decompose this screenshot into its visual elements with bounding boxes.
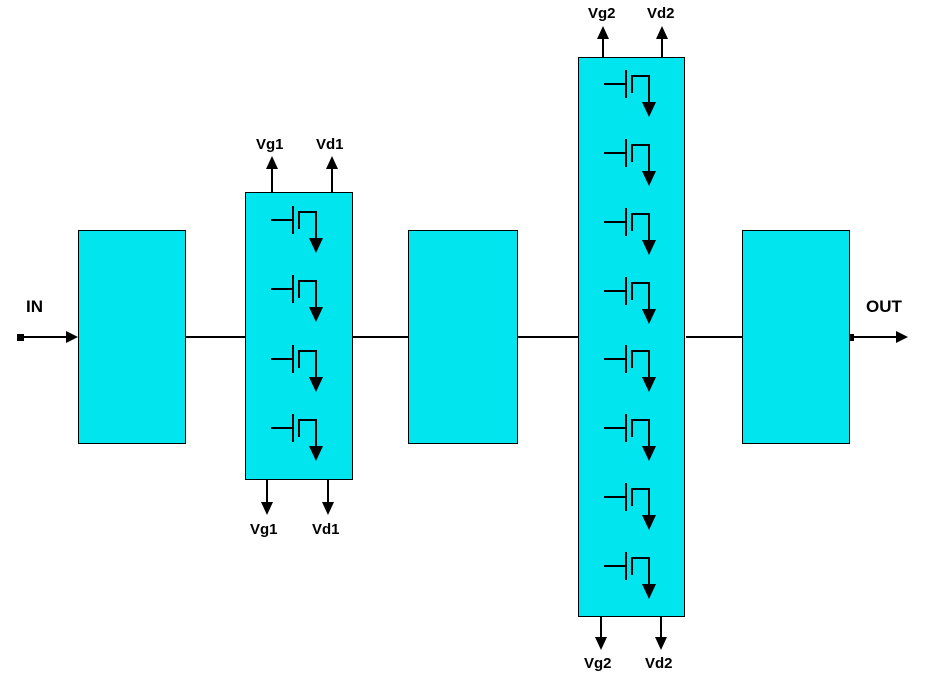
fet-transistor-icon bbox=[603, 414, 656, 462]
fet-transistor-icon bbox=[603, 345, 656, 393]
input-arrowhead bbox=[66, 331, 78, 343]
fet-transistor-icon bbox=[271, 414, 323, 462]
stage1-top-gate-arrow bbox=[266, 156, 278, 192]
input-wire bbox=[17, 331, 78, 343]
stage2-bottom-gate-label: Vg2 bbox=[584, 655, 612, 672]
stage1-bottom-gate-label: Vg1 bbox=[250, 521, 278, 538]
stage1-top-drain-label: Vd1 bbox=[316, 136, 344, 153]
fet-transistor-icon bbox=[603, 207, 656, 255]
input-terminal-dot bbox=[17, 334, 24, 341]
fet-transistor-icon bbox=[603, 551, 656, 599]
stage1-fet-array bbox=[246, 193, 352, 479]
stage1-bottom-gate-arrow bbox=[261, 480, 273, 515]
fet-transistor-icon bbox=[603, 482, 656, 530]
stage1-bottom-drain-label: Vd1 bbox=[312, 521, 340, 538]
stage2-top-gate-label: Vg2 bbox=[588, 5, 616, 22]
fet-transistor-icon bbox=[271, 275, 323, 323]
stage2-fet-array bbox=[579, 58, 684, 616]
output-arrowhead bbox=[896, 331, 908, 343]
fet-transistor-icon bbox=[271, 344, 323, 392]
in-label: IN bbox=[26, 297, 43, 316]
stage1-bottom-drain-arrow bbox=[322, 480, 334, 515]
output-wire bbox=[847, 331, 908, 343]
stage1-top-drain-arrow bbox=[326, 156, 338, 192]
stage1-transistor-block bbox=[245, 192, 353, 480]
output-matching-block bbox=[742, 230, 850, 444]
stage2-top-drain-label: Vd2 bbox=[647, 5, 675, 22]
stage1-top-gate-label: Vg1 bbox=[256, 136, 284, 153]
interstage-matching-block bbox=[408, 230, 518, 444]
fet-transistor-icon bbox=[603, 276, 656, 324]
fet-transistor-icon bbox=[603, 70, 656, 118]
input-matching-block bbox=[78, 230, 186, 444]
stage2-top-gate-arrow bbox=[597, 26, 609, 57]
out-label: OUT bbox=[866, 297, 902, 316]
stage2-bottom-gate-arrow bbox=[595, 617, 607, 650]
fet-transistor-icon bbox=[271, 205, 323, 253]
stage2-bottom-drain-arrow bbox=[655, 617, 667, 650]
stage2-transistor-block bbox=[578, 57, 685, 617]
stage2-bottom-drain-label: Vd2 bbox=[645, 655, 673, 672]
fet-transistor-icon bbox=[603, 139, 656, 187]
stage2-top-drain-arrow bbox=[656, 26, 668, 57]
